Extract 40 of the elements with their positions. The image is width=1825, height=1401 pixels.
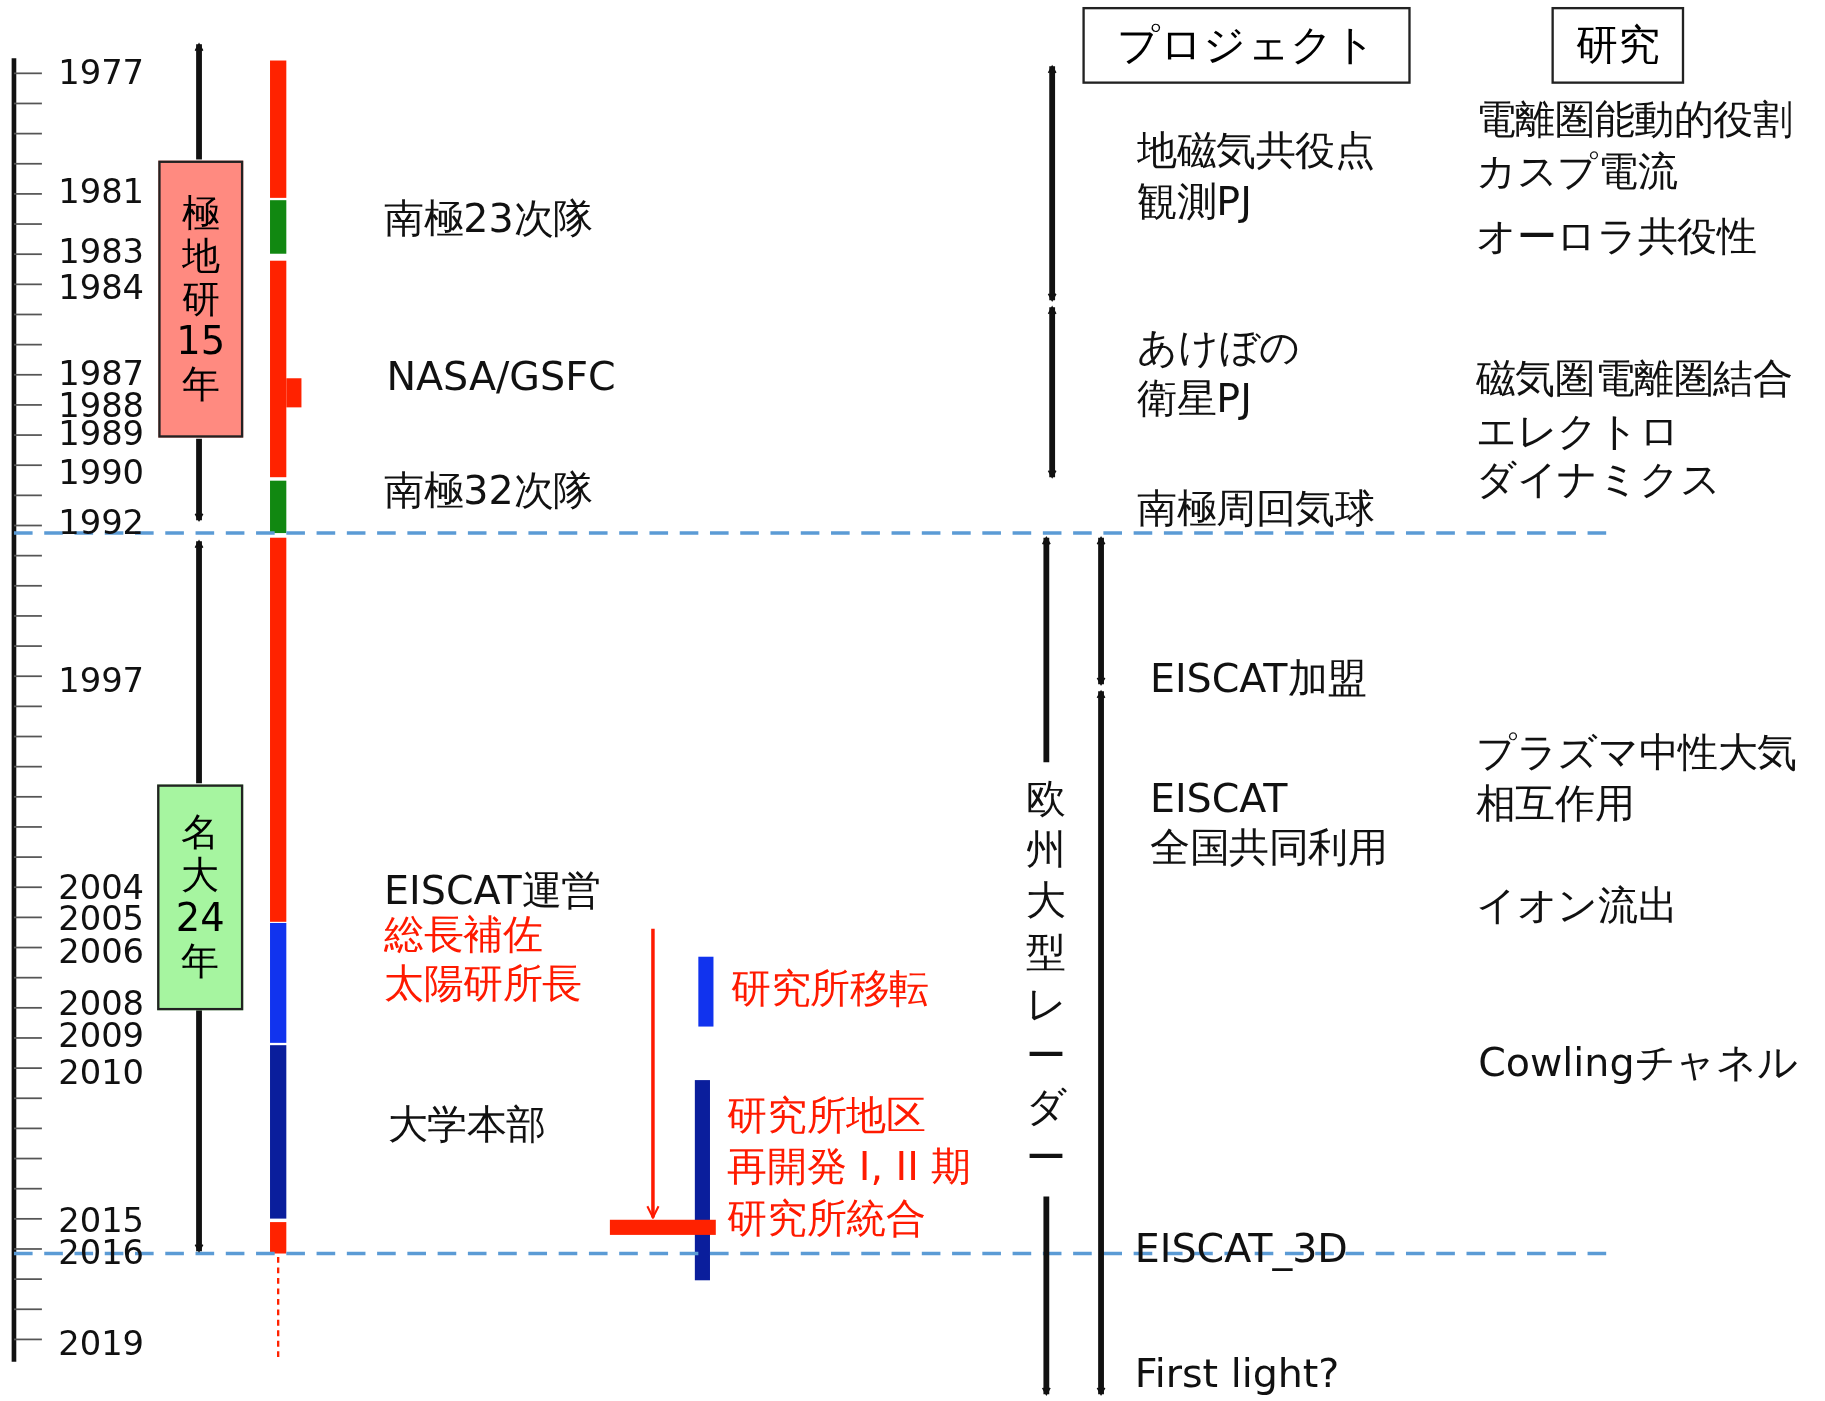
project-label: First light? [1134,1349,1340,1399]
research-label: オーロラ共役性 [1475,211,1757,262]
period-box [158,160,244,438]
year-label: 1990 [58,451,145,495]
research-label: プラズマ中性大気相互作用 [1475,727,1799,829]
research-label: エレクトロ [1475,406,1680,456]
period-box [157,784,244,1011]
heading-box [1082,7,1411,84]
year-label: 1981 [58,170,145,213]
event-label: 研究所統合 [727,1194,926,1244]
column-heading: 研究 [1575,19,1660,71]
event-label: 太陽研所長 [384,959,582,1009]
project-label: 地磁気共役点観測PJ [1137,125,1376,227]
project-label: EISCAT [1149,774,1288,824]
project-label: あけぼの衛星PJ [1137,322,1302,424]
year-label: 1977 [58,51,145,95]
project-label: 南極周回気球 [1137,484,1375,534]
project-label: 全国共同利用 [1149,822,1388,873]
research-label: イオン流出 [1475,881,1678,931]
period-label: 名大24年 [174,811,226,984]
column-heading: プロジェクト [1117,19,1376,71]
event-label: 再開発 I, II 期 [727,1141,972,1192]
year-label: 2019 [58,1322,145,1366]
research-label: Cowlingチャネル [1478,1038,1798,1088]
period-label: 極地研15年 [175,191,227,407]
research-label: 電離圏能動的役割 [1475,94,1793,144]
year-label: 1997 [58,659,145,702]
event-label: 研究所移転 [730,963,929,1014]
research-label: カスプ電流 [1475,146,1678,197]
event-label: 南極32次隊 [384,465,593,516]
event-label: NASA/GSFC [386,351,616,402]
event-label: 大学本部 [387,1099,546,1150]
project-label: EISCAT加盟 [1149,654,1367,704]
research-label: 磁気圏電離圏結合 [1475,353,1793,404]
event-label: 研究所地区 [727,1090,926,1141]
research-label: ダイナミクス [1475,455,1721,505]
event-label: 南極23次隊 [384,193,593,243]
year-label: 1992 [58,502,145,545]
project-label: EISCAT_3D [1134,1223,1348,1273]
heading-box [1551,7,1685,84]
